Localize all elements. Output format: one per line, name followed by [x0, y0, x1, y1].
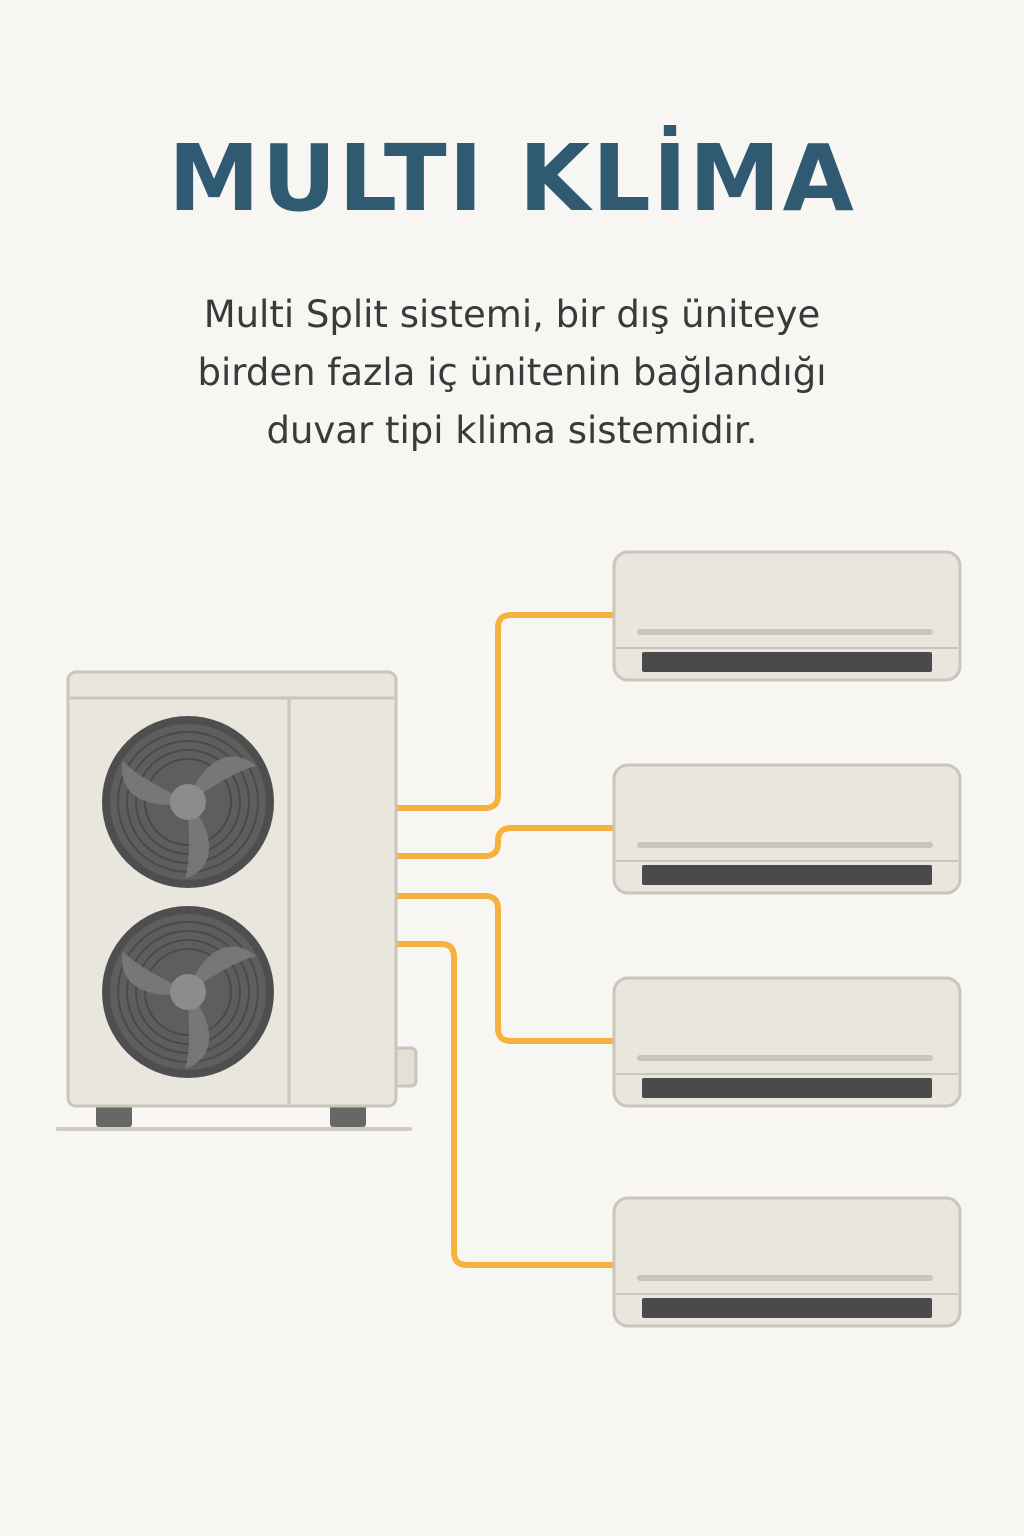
fan-top-icon — [102, 716, 274, 888]
outdoor-unit-icon — [56, 670, 418, 1131]
description-line-1: Multi Split sistemi, bir dış üniteye — [203, 293, 821, 336]
pipe-4 — [395, 941, 617, 1268]
description: Multi Split sistemi, bir dış üniteye bir… — [0, 286, 1024, 460]
indoor-unit-1-icon — [612, 550, 962, 682]
pipe-3 — [395, 893, 617, 1044]
pipe-1 — [395, 612, 617, 811]
pipes — [395, 612, 617, 1268]
indoor-unit-4-icon — [612, 1196, 962, 1328]
outdoor-unit-foot-right — [330, 1104, 366, 1127]
outdoor-unit-foot-left — [96, 1104, 132, 1127]
page-title: MULTI KLİMA — [168, 125, 856, 232]
indoor-unit-2-icon — [612, 763, 962, 895]
description-line-2: birden fazla iç ünitenin bağlandığı — [197, 351, 827, 394]
pipe-2 — [395, 825, 617, 859]
indoor-unit-3-icon — [612, 976, 962, 1108]
fan-bottom-icon — [102, 906, 274, 1078]
description-line-3: duvar tipi klima sistemidir. — [266, 409, 758, 452]
